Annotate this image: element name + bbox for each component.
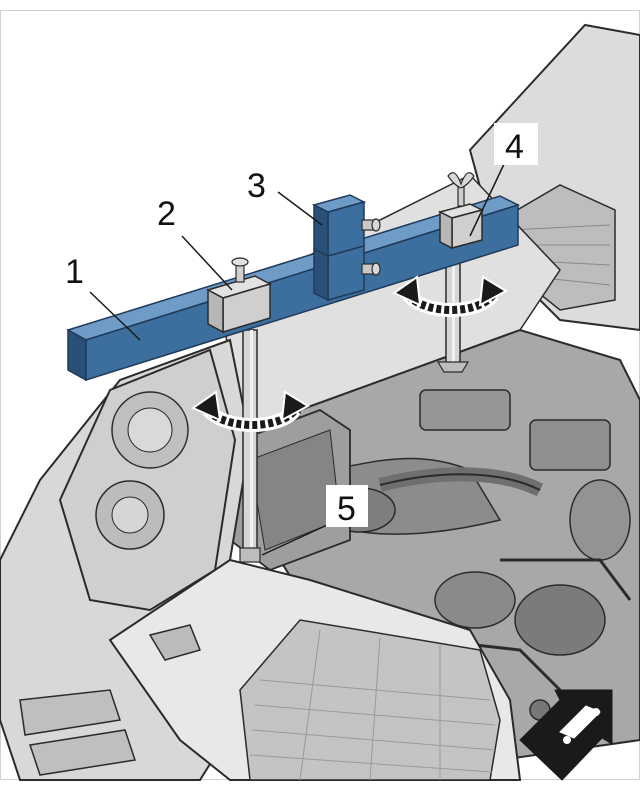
right-clamp bbox=[437, 172, 485, 250]
svg-text:2: 2 bbox=[157, 195, 176, 233]
rotation-arrow-icon bbox=[190, 390, 311, 432]
svg-text:5: 5 bbox=[337, 490, 356, 528]
callout-leaders bbox=[89, 161, 506, 556]
callout-4: 4 bbox=[494, 123, 538, 166]
callout-2: 2 bbox=[157, 195, 176, 233]
wing-nut-icon bbox=[447, 172, 475, 207]
vehicle-direction-arrow-icon bbox=[519, 689, 613, 781]
left-clamp bbox=[206, 257, 272, 334]
adjuster-knob-upper bbox=[361, 218, 381, 232]
rotation-arrow-icon bbox=[391, 275, 509, 317]
front-grille bbox=[19, 689, 136, 776]
callout-1: 1 bbox=[65, 253, 84, 291]
callout-3: 3 bbox=[247, 167, 266, 205]
callout-5: 5 bbox=[326, 485, 368, 528]
headlight bbox=[58, 348, 237, 612]
svg-text:3: 3 bbox=[247, 167, 266, 205]
adjuster-knob-lower bbox=[361, 262, 381, 276]
svg-text:1: 1 bbox=[65, 253, 84, 291]
center-adjuster bbox=[311, 194, 381, 302]
left-support-rod bbox=[239, 329, 261, 563]
hood-latch bbox=[148, 624, 202, 661]
hood-support-tool bbox=[66, 172, 520, 563]
svg-text:4: 4 bbox=[505, 128, 524, 166]
